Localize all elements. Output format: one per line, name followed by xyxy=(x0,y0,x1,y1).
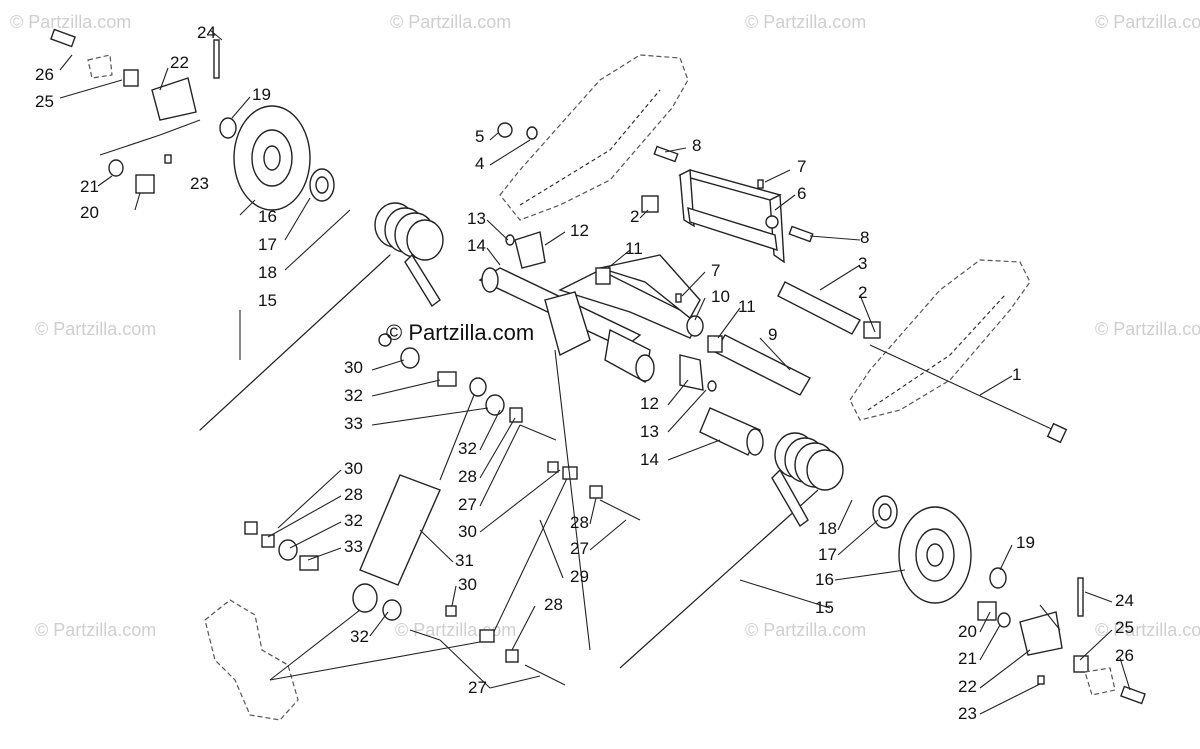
torsion-spring-lower xyxy=(619,432,844,669)
callout-label: 13 xyxy=(640,422,659,441)
callout-label: 23 xyxy=(958,704,977,723)
callout-label: 33 xyxy=(344,414,363,433)
callout-label: 32 xyxy=(458,439,477,458)
watermark: © Partzilla.com xyxy=(745,12,866,32)
callout-label: 32 xyxy=(344,386,363,405)
callout-label: 13 xyxy=(467,209,486,228)
callout-label: 26 xyxy=(35,65,54,84)
callout-label: 1 xyxy=(1012,365,1021,384)
rail-bracket-upper xyxy=(499,54,689,221)
watermark: © Partzilla.com xyxy=(35,319,156,339)
partzilla-credit: © Partzilla.com xyxy=(386,320,534,345)
callout-label: 28 xyxy=(458,467,477,486)
callout-label: 7 xyxy=(797,157,806,176)
callout-label: 17 xyxy=(258,235,277,254)
callout-label: 27 xyxy=(468,678,487,697)
long-axle-bolt xyxy=(869,344,1068,444)
rail-bracket-lower xyxy=(849,259,1031,421)
callout-label: 6 xyxy=(797,184,806,203)
callout-label: 3 xyxy=(858,254,867,273)
callout-label: 26 xyxy=(1115,646,1134,665)
callout-label: 22 xyxy=(958,677,977,696)
callout-label: 30 xyxy=(458,522,477,541)
watermark: © Partzilla.com xyxy=(390,12,511,32)
callout-label: 21 xyxy=(80,177,99,196)
callout-label: 8 xyxy=(692,136,701,155)
watermark: © Partzilla.com xyxy=(745,620,866,640)
link-arm xyxy=(479,466,578,643)
callout-label: 25 xyxy=(35,92,54,111)
callout-label: 20 xyxy=(80,203,99,222)
callout-label: 8 xyxy=(860,228,869,247)
callout-label: 17 xyxy=(818,545,837,564)
callout-label: 32 xyxy=(350,627,369,646)
callout-label: 7 xyxy=(711,261,720,280)
callout-label: 14 xyxy=(467,236,486,255)
callout-label: 2 xyxy=(858,283,867,302)
watermark: © Partzilla.com xyxy=(1095,319,1200,339)
callout-label: 18 xyxy=(818,519,837,538)
callout-label: 28 xyxy=(544,595,563,614)
cross-shaft-assembly xyxy=(478,254,704,384)
callout-label: 27 xyxy=(458,495,477,514)
callout-label: 19 xyxy=(252,85,271,104)
callout-label: 33 xyxy=(344,537,363,556)
callout-label: 29 xyxy=(570,567,589,586)
callout-label: 22 xyxy=(170,53,189,72)
spacer-tubes xyxy=(699,281,861,456)
torsion-spring-upper xyxy=(199,202,444,431)
callout-label: 28 xyxy=(570,513,589,532)
idler-wheel-upper xyxy=(233,105,335,211)
callout-label: 16 xyxy=(258,207,277,226)
shock-mount-bracket xyxy=(204,599,299,721)
watermark: © Partzilla.com xyxy=(1095,12,1200,32)
shock-absorber xyxy=(352,377,487,613)
callout-label: 32 xyxy=(344,511,363,530)
callout-label: 5 xyxy=(475,127,484,146)
callout-labels: 24 22 26 25 19 21 23 20 16 17 18 15 5 4 … xyxy=(35,23,1134,723)
watermark: © Partzilla.com xyxy=(35,620,156,640)
callout-label: 9 xyxy=(768,325,777,344)
callout-label: 19 xyxy=(1016,533,1035,552)
watermark: © Partzilla.com xyxy=(1095,620,1200,640)
callout-label: 15 xyxy=(258,291,277,310)
callout-label: 4 xyxy=(475,154,484,173)
callout-label: 14 xyxy=(640,450,659,469)
callout-label: 30 xyxy=(458,575,477,594)
callout-label: 24 xyxy=(197,23,216,42)
cross-bar-bracket xyxy=(678,168,785,264)
callout-label: 16 xyxy=(815,570,834,589)
callout-label: 21 xyxy=(958,649,977,668)
callout-label: 23 xyxy=(190,174,209,193)
callout-label: 30 xyxy=(344,358,363,377)
callout-label: 11 xyxy=(625,239,643,258)
callout-label: 30 xyxy=(344,459,363,478)
idler-wheel-lower xyxy=(872,495,972,604)
small-hardware xyxy=(50,28,1146,705)
callout-label: 25 xyxy=(1115,618,1134,637)
callout-label: 24 xyxy=(1115,591,1134,610)
callout-label: 18 xyxy=(258,263,277,282)
callout-label: 28 xyxy=(344,485,363,504)
callout-label: 27 xyxy=(570,539,589,558)
callout-label: 2 xyxy=(630,207,639,226)
callout-label: 12 xyxy=(640,394,659,413)
callout-label: 12 xyxy=(570,221,589,240)
leader-lines xyxy=(59,29,1131,715)
callout-label: 31 xyxy=(455,551,474,570)
watermark: © Partzilla.com xyxy=(10,12,131,32)
callout-label: 20 xyxy=(958,622,977,641)
callout-label: 15 xyxy=(815,598,834,617)
callout-label: 10 xyxy=(711,287,730,306)
callout-label: 11 xyxy=(738,297,756,316)
